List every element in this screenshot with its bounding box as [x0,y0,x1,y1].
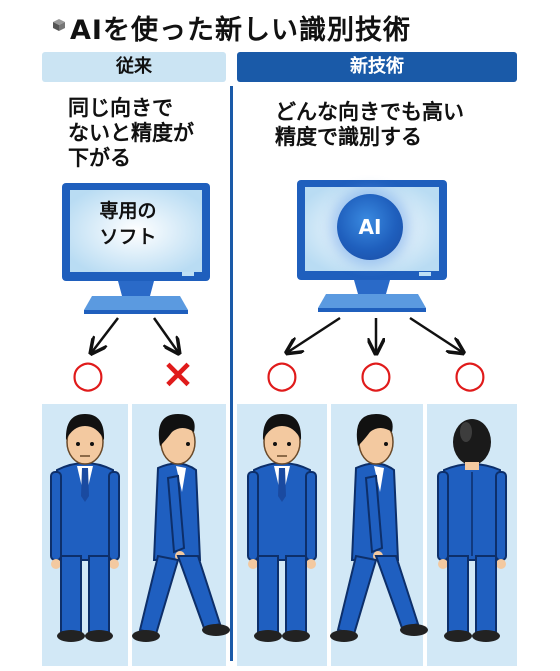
person-front-icon [50,414,120,642]
monitor-icon [62,183,210,314]
screen-label-line: 専用の [99,200,157,222]
person-walking-icon [132,414,230,642]
person-front-icon [247,414,317,642]
result-circle-mark: ○ [265,352,299,396]
description-line: ないと精度が [68,121,194,145]
person-back-icon [437,419,507,642]
description-line: どんな向きでも高い [275,100,464,124]
section-divider [230,86,233,661]
screen-label-dedicated-software: 専用の ソフト [68,198,188,250]
arrow-icon [92,317,119,352]
arrow-icon [152,317,178,352]
description-line: 精度で識別する [275,125,422,149]
result-circle-mark: ○ [359,352,393,396]
conventional-description: 同じ向きで ないと精度が 下がる [68,96,218,171]
page-title: AIを使った新しい識別技術 [70,15,411,46]
ai-badge: AI [337,194,403,260]
person-walking-icon [330,414,428,642]
arrow-icon [409,316,462,352]
result-circle-mark: ○ [71,352,105,396]
cube-icon [53,19,65,31]
description-line: 同じ向きで [68,96,173,120]
screen-label-line: ソフト [99,226,157,248]
description-line: 下がる [68,146,131,170]
arrow-icon [288,316,341,352]
result-cross-mark: × [161,351,195,397]
header-conventional: 従来 [42,52,226,82]
result-circle-mark: ○ [453,352,487,396]
header-new-tech: 新技術 [237,52,517,82]
new-tech-description: どんな向きでも高い 精度で識別する [275,100,525,150]
